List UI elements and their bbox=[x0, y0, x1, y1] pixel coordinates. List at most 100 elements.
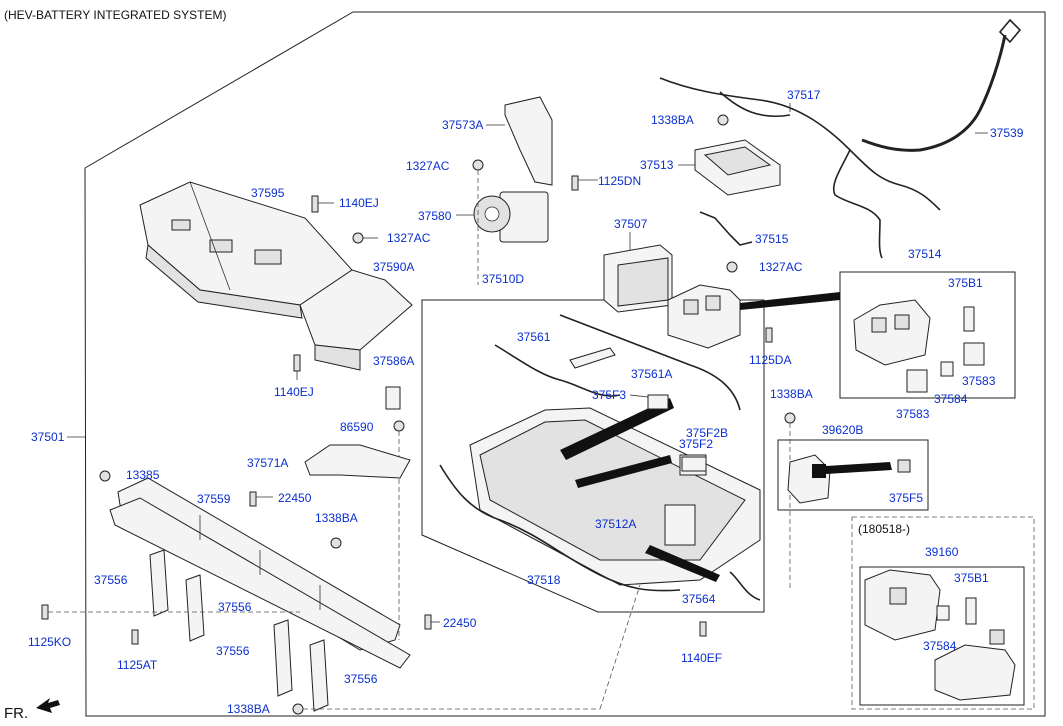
label-37518[interactable]: 37518 bbox=[527, 573, 561, 587]
label-1327AC-top[interactable]: 1327AC bbox=[406, 159, 450, 173]
bracket-37556-d bbox=[309, 639, 329, 712]
label-1140EJ-lower[interactable]: 1140EJ bbox=[274, 385, 314, 399]
label-37561A[interactable]: 37561A bbox=[631, 367, 672, 381]
label-22450-upper[interactable]: 22450 bbox=[278, 491, 312, 505]
label-1338BA-lower[interactable]: 1338BA bbox=[315, 511, 358, 525]
label-37507[interactable]: 37507 bbox=[614, 217, 648, 231]
relay-block-39620B bbox=[787, 454, 911, 504]
label-39160[interactable]: 39160 bbox=[925, 545, 959, 559]
nut-1327AC-right bbox=[726, 261, 738, 273]
variant-box-frame bbox=[851, 516, 1035, 710]
nut-1338BA-bottom bbox=[292, 584, 641, 715]
label-37595[interactable]: 37595 bbox=[251, 186, 285, 200]
bolt-1125KO bbox=[41, 604, 300, 620]
nut-1338BA-lower bbox=[330, 537, 342, 549]
label-1125DA[interactable]: 1125DA bbox=[749, 353, 791, 367]
module-37513 bbox=[678, 139, 781, 196]
front-orientation-label: FR. bbox=[4, 705, 28, 722]
fuse-375F3 bbox=[629, 394, 669, 410]
label-37573A[interactable]: 37573A bbox=[442, 118, 483, 132]
bracket-wire-37515 bbox=[699, 211, 753, 246]
label-1125KO[interactable]: 1125KO bbox=[28, 635, 71, 649]
harness-37518 bbox=[439, 464, 761, 601]
front-direction-arrow bbox=[36, 698, 60, 713]
label-37584-a[interactable]: 37584 bbox=[934, 392, 968, 406]
relay-box-37514-frame bbox=[839, 271, 1016, 399]
label-1125AT[interactable]: 1125AT bbox=[117, 658, 158, 672]
clip-86590 bbox=[393, 420, 405, 640]
label-1327AC-right[interactable]: 1327AC bbox=[759, 260, 803, 274]
label-37512A[interactable]: 37512A bbox=[595, 517, 636, 531]
label-37590A[interactable]: 37590A bbox=[373, 260, 414, 274]
nut-1327AC-left bbox=[352, 232, 378, 244]
label-375F5[interactable]: 375F5 bbox=[889, 491, 923, 505]
bolt-13385 bbox=[99, 470, 111, 482]
label-1338BA-bottom[interactable]: 1338BA bbox=[227, 702, 270, 716]
label-1338BA-top[interactable]: 1338BA bbox=[651, 113, 694, 127]
label-37517[interactable]: 37517 bbox=[787, 88, 821, 102]
harness-37561 bbox=[494, 314, 741, 411]
relay-block-39160 bbox=[864, 569, 1016, 701]
label-375F2[interactable]: 375F2 bbox=[679, 437, 713, 451]
battery-cover-37595 bbox=[139, 181, 353, 319]
duct-37573A bbox=[486, 96, 553, 186]
label-1140EF[interactable]: 1140EF bbox=[681, 651, 722, 665]
label-37556-b[interactable]: 37556 bbox=[218, 600, 252, 614]
relay-box-39620B-frame bbox=[777, 439, 929, 511]
label-86590[interactable]: 86590 bbox=[340, 420, 374, 434]
label-37510D[interactable]: 37510D bbox=[482, 272, 524, 286]
bracket-37556-b bbox=[185, 574, 205, 642]
label-37571A[interactable]: 37571A bbox=[247, 456, 288, 470]
fuse-375B1-detail bbox=[963, 306, 975, 332]
label-1125DN[interactable]: 1125DN bbox=[598, 174, 641, 188]
label-37514[interactable]: 37514 bbox=[908, 247, 942, 261]
label-37583-b[interactable]: 37583 bbox=[896, 407, 930, 421]
fuse-375F2 bbox=[681, 456, 707, 472]
label-37564[interactable]: 37564 bbox=[682, 592, 716, 606]
bracket-37556-a bbox=[149, 549, 169, 617]
label-37583-a[interactable]: 37583 bbox=[962, 374, 996, 388]
label-13385[interactable]: 13385 bbox=[126, 468, 160, 482]
relay-37584-a bbox=[940, 361, 954, 377]
label-37559[interactable]: 37559 bbox=[197, 492, 231, 506]
control-module-37507 bbox=[603, 232, 673, 313]
relay-37583-a bbox=[963, 342, 985, 366]
variant-date-label: (180518-) bbox=[858, 522, 910, 536]
bolt-1140EF bbox=[699, 621, 707, 637]
bolt-1125DA bbox=[765, 327, 773, 343]
label-37584-b[interactable]: 37584 bbox=[923, 639, 957, 653]
nut-1327AC-top bbox=[472, 159, 484, 285]
label-1140EJ-upper[interactable]: 1140EJ bbox=[339, 196, 379, 210]
label-1327AC-left[interactable]: 1327AC bbox=[387, 231, 431, 245]
label-37556-c[interactable]: 37556 bbox=[216, 644, 250, 658]
support-frame-37559 bbox=[109, 477, 411, 669]
nut-1338BA-top bbox=[717, 114, 729, 126]
busbar-37561A bbox=[569, 347, 616, 369]
label-1338BA-right[interactable]: 1338BA bbox=[770, 387, 813, 401]
diagram-title: (HEV-BATTERY INTEGRATED SYSTEM) bbox=[4, 8, 226, 22]
label-37580[interactable]: 37580 bbox=[418, 209, 452, 223]
label-37586A[interactable]: 37586A bbox=[373, 354, 414, 368]
cable-37539 bbox=[861, 18, 1022, 152]
relay-block-detail bbox=[853, 299, 931, 366]
label-375F3[interactable]: 375F3 bbox=[592, 388, 626, 402]
label-375B1-b[interactable]: 375B1 bbox=[954, 571, 989, 585]
blower-fan-37580 bbox=[456, 191, 549, 243]
variant-inner-frame bbox=[859, 566, 1025, 706]
label-22450-lower[interactable]: 22450 bbox=[443, 616, 477, 630]
assembly-outline-frame bbox=[84, 11, 1046, 717]
label-37561[interactable]: 37561 bbox=[517, 330, 551, 344]
label-375B1-a[interactable]: 375B1 bbox=[948, 276, 983, 290]
label-37556-a[interactable]: 37556 bbox=[94, 573, 128, 587]
label-37539[interactable]: 37539 bbox=[990, 126, 1024, 140]
label-37513[interactable]: 37513 bbox=[640, 158, 674, 172]
cover-extension-37590A bbox=[299, 269, 413, 371]
label-37515[interactable]: 37515 bbox=[755, 232, 789, 246]
bolt-22450-lower bbox=[424, 614, 440, 630]
bolt-1125AT bbox=[131, 629, 139, 645]
label-375F2B[interactable]: 375F2B bbox=[686, 426, 728, 440]
label-39620B[interactable]: 39620B bbox=[822, 423, 863, 437]
label-37556-d[interactable]: 37556 bbox=[344, 672, 378, 686]
label-37501[interactable]: 37501 bbox=[31, 430, 65, 444]
